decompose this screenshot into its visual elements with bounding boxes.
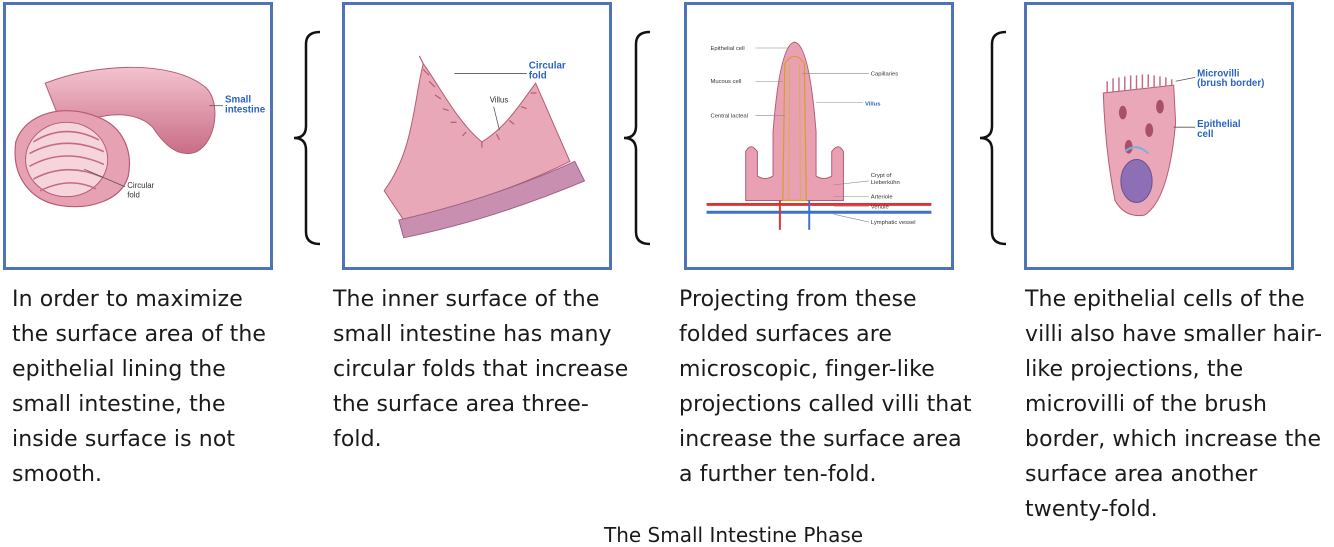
label-capillaries: Capillaries: [871, 71, 898, 77]
brace-1: [292, 30, 322, 246]
caption-3: Projecting from these folded surfaces ar…: [679, 282, 979, 492]
label-mucous-cell: Mucous cell: [710, 79, 741, 85]
label-arteriole: Arteriole: [871, 195, 893, 201]
caption-2: The inner surface of the small intestine…: [333, 282, 633, 457]
caption-1: In order to maximize the surface area of…: [12, 282, 274, 492]
brace-2: [622, 30, 652, 246]
label-central-lacteal: Central lacteal: [710, 113, 747, 119]
label-villus: Villus: [490, 96, 509, 105]
label-lymphatic-vessel: Lymphatic vessel: [871, 220, 916, 226]
label-microvilli: Microvilli(brush border): [1197, 68, 1264, 89]
caption-4: The epithelial cells of the villi also h…: [1025, 282, 1325, 527]
label-venule: Venule: [871, 204, 889, 210]
panel-villus: Epithelial cell Mucous cell Central lact…: [684, 2, 954, 270]
label-villus: Villus: [865, 102, 881, 108]
label-epithelial-cell: Epithelial cell: [710, 46, 744, 52]
villus-illustration: Epithelial cell Mucous cell Central lact…: [687, 5, 951, 267]
footer-title: The Small Intestine Phase: [604, 523, 863, 547]
brace-3: [978, 30, 1008, 246]
